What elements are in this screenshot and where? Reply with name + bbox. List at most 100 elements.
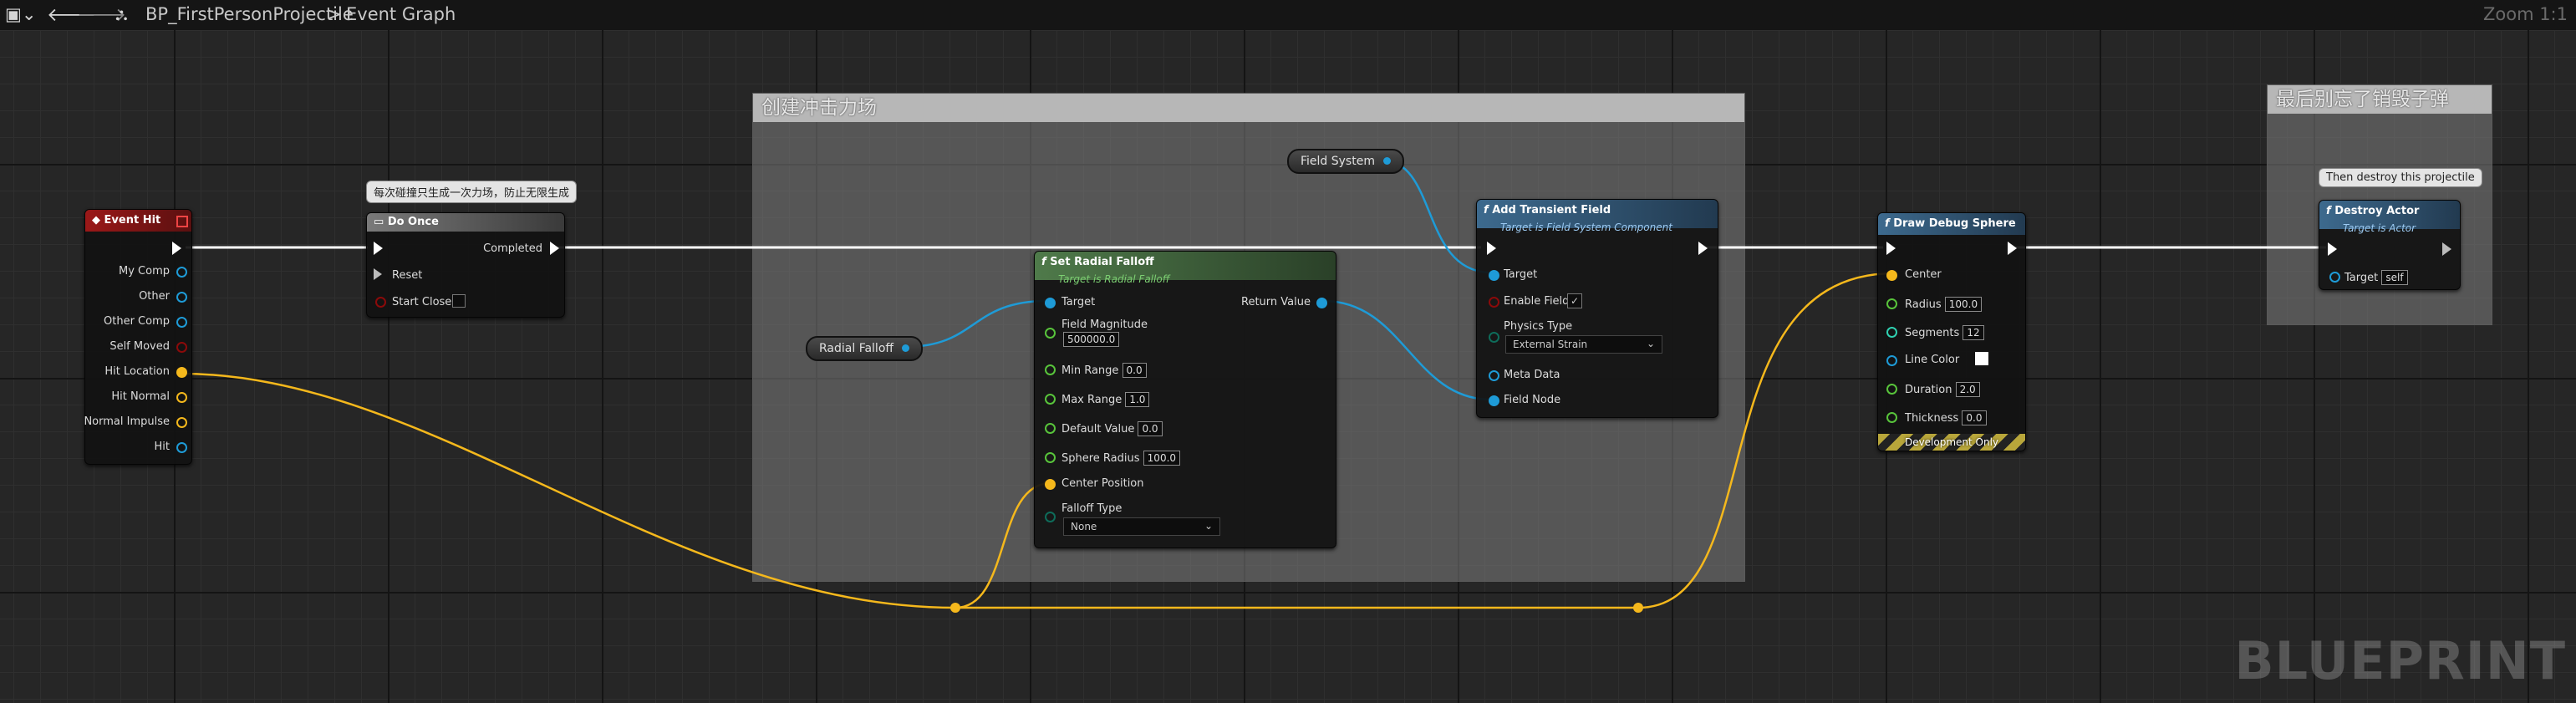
pin-sphere-radius[interactable]	[1045, 452, 1056, 463]
pin-default-value[interactable]	[1045, 423, 1056, 434]
var-radial-falloff[interactable]: Radial Falloff	[806, 336, 924, 361]
node-title: Event Hit	[104, 214, 161, 227]
node-subtitle: Target is Radial Falloff	[1058, 273, 1170, 285]
pin-target[interactable]	[2329, 272, 2340, 283]
exec-completed-pin[interactable]	[550, 242, 559, 255]
comment-bubble[interactable]: 每次碰撞只生成一次力场，防止无限生成	[366, 181, 578, 203]
node-header: ◆ Event Hit	[85, 210, 191, 232]
pin-hit-location[interactable]	[176, 367, 187, 378]
pin-thickness[interactable]	[1886, 412, 1897, 423]
pin-field-magnitude[interactable]	[1045, 328, 1056, 339]
sphere-radius-input[interactable]: 100.0	[1143, 451, 1181, 466]
pin-physics-type[interactable]	[1489, 332, 1499, 343]
pin-label: Enable Field	[1504, 295, 1570, 308]
pin-self-moved[interactable]	[176, 342, 187, 353]
comment-bubble[interactable]: Then destroy this projectile	[2319, 168, 2482, 187]
pin-other-comp[interactable]	[176, 317, 187, 328]
pin-normal-impulse[interactable]	[176, 417, 187, 428]
hierarchy-icon[interactable]: ⛬	[115, 4, 128, 24]
function-icon: f	[2326, 205, 2331, 217]
node-header: ▭ Do Once	[367, 213, 564, 232]
node-draw-debug-sphere[interactable]: f Draw Debug Sphere Center Radius 100.0 …	[1877, 212, 2026, 451]
pin-label: Thickness	[1905, 412, 1959, 425]
node-set-radial-falloff[interactable]: f Set Radial Falloff Target is Radial Fa…	[1034, 251, 1336, 548]
node-do-once[interactable]: ▭ Do Once Completed Reset Start Closed	[366, 212, 565, 318]
pin-field-system-out[interactable]	[1383, 157, 1392, 165]
pin-my-comp[interactable]	[176, 267, 187, 278]
duration-input[interactable]: 2.0	[1955, 382, 1980, 397]
pin-falloff-type[interactable]	[1045, 512, 1056, 522]
physics-type-dropdown[interactable]: External Strain ⌄	[1505, 335, 1662, 354]
comment-title[interactable]: 最后别忘了销毁子弹	[2268, 85, 2492, 114]
falloff-type-dropdown[interactable]: None ⌄	[1063, 517, 1220, 536]
pin-radial-falloff-out[interactable]	[902, 344, 910, 352]
pin-radius[interactable]	[1886, 298, 1897, 309]
pin-field-node[interactable]	[1489, 395, 1499, 406]
default-value-input[interactable]: 0.0	[1138, 421, 1163, 436]
pin-hit[interactable]	[176, 442, 187, 453]
exec-in-pin[interactable]	[1487, 242, 1496, 255]
pin-label: Physics Type	[1504, 320, 1573, 333]
start-closed-checkbox[interactable]	[452, 294, 466, 308]
segments-input[interactable]: 12	[1963, 325, 1984, 340]
line-color-swatch[interactable]	[1975, 352, 1988, 365]
pin-hit-normal[interactable]	[176, 392, 187, 403]
pin-center[interactable]	[1886, 270, 1897, 281]
enable-field-checkbox[interactable]: ✓	[1567, 293, 1582, 308]
target-self-input[interactable]: self	[2381, 270, 2408, 285]
pin-target[interactable]	[1045, 298, 1056, 308]
zoom-level: Zoom 1:1	[2482, 4, 2568, 24]
var-field-system[interactable]: Field System	[1287, 149, 1405, 174]
pin-segments[interactable]	[1886, 327, 1897, 338]
comment-title[interactable]: 创建冲击力场	[753, 94, 1744, 122]
pin-label: Hit Normal	[111, 390, 170, 403]
node-destroy-actor[interactable]: f Destroy Actor Target is Actor Target s…	[2319, 200, 2461, 290]
pin-duration[interactable]	[1886, 384, 1897, 395]
field-magnitude-input[interactable]: 500000.0	[1063, 332, 1120, 347]
pin-meta-data[interactable]	[1489, 370, 1499, 381]
node-event-hit[interactable]: ◆ Event Hit My Comp Other Other Comp Sel…	[84, 209, 192, 465]
pin-label: Field Magnitude	[1061, 318, 1148, 331]
min-range-input[interactable]: 0.0	[1122, 363, 1147, 378]
pin-enable-field[interactable]	[1489, 297, 1499, 308]
exec-in-pin[interactable]	[2328, 242, 2337, 256]
exec-out-arrow[interactable]	[2442, 242, 2451, 256]
pin-max-range[interactable]	[1045, 394, 1056, 405]
exec-reset-arrow[interactable]	[374, 268, 382, 280]
exec-in-pin[interactable]	[1886, 242, 1896, 255]
pin-line-color[interactable]	[1886, 355, 1897, 366]
pin-label: Duration	[1905, 384, 1952, 396]
event-delegate-icon[interactable]	[176, 216, 188, 227]
graph-menu-icon[interactable]: ▣⌄	[5, 4, 37, 24]
function-icon: f	[1484, 204, 1489, 217]
macro-icon: ▭	[374, 216, 388, 228]
pin-min-range[interactable]	[1045, 364, 1056, 375]
exec-out-pin[interactable]	[1698, 242, 1708, 255]
exec-out-pin[interactable]	[2008, 242, 2017, 255]
pin-label: Self Moved	[109, 340, 170, 353]
forward-arrow-icon[interactable]: 🡒	[77, 5, 126, 26]
object-wire	[1322, 299, 1492, 401]
radius-input[interactable]: 100.0	[1944, 297, 1983, 312]
object-wire	[904, 299, 1048, 349]
pin-center-position[interactable]	[1045, 479, 1056, 490]
max-range-input[interactable]: 1.0	[1125, 392, 1150, 407]
pin-start-closed[interactable]	[375, 297, 386, 308]
thickness-input[interactable]: 0.0	[1962, 410, 1987, 425]
node-header: f Set Radial Falloff Target is Radial Fa…	[1035, 252, 1336, 285]
pin-other[interactable]	[176, 292, 187, 303]
pin-return-value[interactable]	[1316, 298, 1327, 308]
node-add-transient-field[interactable]: f Add Transient Field Target is Field Sy…	[1476, 199, 1718, 418]
dropdown-value: External Strain	[1513, 339, 1588, 350]
back-arrow-icon[interactable]: 🡐	[47, 5, 96, 26]
pin-target[interactable]	[1489, 270, 1499, 281]
pin-label: Line Color	[1905, 354, 1960, 366]
breadcrumb-separator: >	[327, 4, 342, 24]
reroute-knot	[1633, 603, 1643, 613]
exec-out-pin[interactable]	[172, 242, 181, 255]
dropdown-value: None	[1071, 521, 1097, 532]
breadcrumb-graph[interactable]: Event Graph	[346, 4, 456, 24]
breadcrumb-blueprint[interactable]: BP_FirstPersonProjectile	[145, 4, 354, 24]
exec-in-pin[interactable]	[374, 242, 383, 255]
